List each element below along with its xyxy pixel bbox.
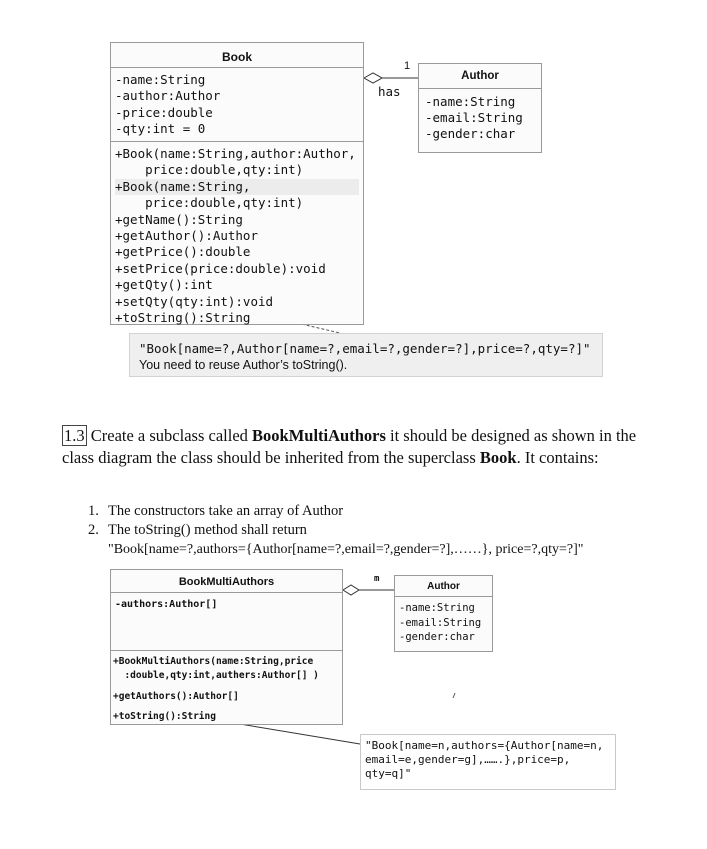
author2-attr: -email:String [399, 616, 482, 629]
list-item: 2. The toString() method shall return [88, 521, 688, 540]
book-methods: +Book(name:String,author:Author, price:d… [111, 142, 363, 326]
book-method: price:double,qty:int) [115, 162, 304, 178]
task-text-1: Create a subclass called [86, 426, 253, 445]
bma-method: +BookMultiAuthors(name:String,price [113, 656, 314, 667]
author-attributes: -name:String -email:String -gender:char [419, 89, 541, 142]
multiplicity-label-2: m [374, 574, 380, 584]
list-text: The toString() method shall return [108, 522, 307, 538]
list-continuation: "Book[name=?,authors={Author[name=?,emai… [108, 542, 584, 557]
author-attr: -gender:char [425, 126, 516, 141]
note-2-line: email=e,gender=g],…….},price=p, [365, 753, 571, 766]
list-number: 1. [88, 503, 99, 519]
book-attributes: -name:String -author:Author -price:doubl… [111, 68, 363, 142]
note-1-format: "Book[name=?,Author[name=?,email=?,gende… [139, 341, 591, 356]
tostring-note-2: "Book[name=n,authors={Author[name=n, ema… [360, 734, 616, 790]
book-method: +toString():String [115, 310, 251, 326]
author-attr: -email:String [425, 110, 523, 125]
author-class-name: Author [419, 64, 541, 89]
multiplicity-label-1: 1 [404, 60, 411, 72]
book-method: +getPrice():double [115, 244, 251, 260]
bma-method: +toString():String [113, 711, 216, 722]
book-method: +setPrice(price:double):void [115, 260, 326, 276]
aggregation-diamond [362, 72, 384, 84]
book-method: +Book(name:String,author:Author, [115, 146, 356, 161]
author-class-box-2: Author -name:String -email:String -gende… [394, 575, 493, 652]
task-text-2: it should be designed as shown in the cl… [62, 426, 637, 467]
association-label-has: has [378, 84, 401, 99]
book-attr: -name:String [115, 72, 206, 87]
book-attr: -author:Author [115, 88, 221, 104]
author2-attributes: -name:String -email:String -gender:char [395, 597, 492, 645]
task-number: 1.3 [62, 425, 87, 446]
author-attr: -name:String [425, 94, 516, 109]
author2-attr: -name:String [399, 602, 475, 614]
list-item: 1. The constructors take an array of Aut… [88, 502, 688, 521]
bma-attr: -authors:Author[] [115, 599, 218, 610]
note-1-hint: You need to reuse Author’s toString(). [139, 358, 348, 372]
bma-attributes: -authors:Author[] [111, 593, 342, 651]
bma-method: :double,qty:int,authers:Author[] ) [113, 670, 319, 681]
book-class-name: Book [111, 43, 363, 68]
book-attr: -qty:int = 0 [115, 121, 206, 137]
bma-method: +getAuthors():Author[] [113, 691, 239, 702]
book-method: +getName():String [115, 211, 243, 227]
bma-class-name: BookMultiAuthors [111, 570, 342, 593]
author-class-box: Author -name:String -email:String -gende… [418, 63, 542, 153]
task-class-name: BookMultiAuthors [252, 426, 386, 445]
task-superclass: Book [479, 448, 517, 467]
book-method: price:double,qty:int) [115, 195, 304, 211]
author2-attr: -gender:char [399, 631, 475, 643]
task-paragraph: 1.3 Create a subclass called BookMultiAu… [62, 425, 662, 469]
book-method: +Book(name:String, [115, 178, 359, 196]
book-method: +getAuthor():Author [115, 228, 258, 244]
stray-mark [452, 692, 456, 699]
task-text-3: . It contains: [516, 448, 599, 467]
book-method: +getQty():int [115, 277, 213, 293]
task-list: 1. The constructors take an array of Aut… [88, 502, 688, 559]
book-class-box: Book -name:String -author:Author -price:… [110, 42, 364, 325]
list-text: The constructors take an array of Author [108, 503, 344, 519]
note-line-2 [239, 723, 361, 745]
book-attr: -price:double [115, 104, 213, 120]
aggregation-diamond-2 [342, 584, 360, 596]
book-method: +setQty(qty:int):void [115, 293, 274, 309]
list-number: 2. [88, 522, 99, 538]
bookmultiauthors-class-box: BookMultiAuthors -authors:Author[] +Book… [110, 569, 343, 725]
bma-methods: +BookMultiAuthors(name:String,price :dou… [111, 651, 342, 725]
note-2-line: qty=q]" [365, 767, 412, 780]
author2-class-name: Author [395, 576, 492, 597]
note-2-line: "Book[name=n,authors={Author[name=n, [365, 739, 604, 752]
tostring-note-1: "Book[name=?,Author[name=?,email=?,gende… [129, 333, 603, 377]
